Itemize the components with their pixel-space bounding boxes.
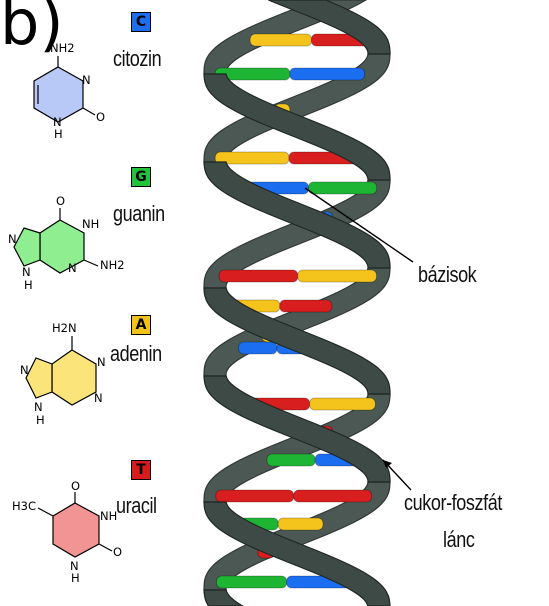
- adenine-atom-n1: N: [97, 355, 106, 369]
- base-left-half: [219, 270, 298, 282]
- guanine-atom-n3: N: [68, 261, 77, 275]
- guanine-atom-o: O: [56, 194, 65, 208]
- cytosine-atom-o: O: [96, 110, 105, 124]
- guanine-atom-n9: N: [22, 265, 31, 279]
- backbone-front-segment: [204, 590, 243, 606]
- cytosine-atom-nh2: NH2: [50, 41, 75, 55]
- base-right-half: [298, 270, 377, 282]
- cytosine-structure: NH2 N N H O: [34, 41, 105, 141]
- guanine-ring-6: [40, 220, 84, 273]
- base-right-half: [290, 68, 365, 80]
- uracil-atom-nh: NH: [100, 509, 117, 523]
- adenine-atom-n3: N: [94, 391, 103, 405]
- uracil-atom-h3c: H3C: [12, 499, 36, 513]
- base-right-half: [310, 398, 376, 410]
- adenine-ring-6: [52, 350, 96, 405]
- guanine-atom-h: H: [24, 278, 33, 292]
- base-right-half: [309, 182, 377, 194]
- cytosine-atom-n3: N: [82, 73, 91, 87]
- base-left-half: [267, 454, 315, 466]
- uracil-atom-o-bottom: O: [113, 545, 122, 559]
- uracil-atom-h: H: [71, 571, 80, 585]
- adenine-atom-h2n: H2N: [52, 321, 77, 335]
- guanine-atom-nh2: NH2: [100, 258, 125, 272]
- base-left-half: [250, 34, 311, 46]
- base-right-half: [278, 518, 323, 530]
- base-left-half: [216, 490, 294, 502]
- base-right-half: [280, 300, 332, 312]
- guanine-structure: O NH N N N NH2 H: [8, 194, 125, 292]
- guanine-atom-nh: NH: [82, 217, 99, 231]
- uracil-ring: [53, 503, 99, 557]
- adenine-ring-5: [26, 358, 52, 398]
- adenine-atom-n9: N: [34, 400, 43, 414]
- base-left-half: [217, 576, 287, 588]
- adenine-atom-n7: N: [20, 363, 29, 377]
- uracil-atom-o-top: O: [71, 479, 80, 493]
- adenine-atom-h: H: [36, 413, 45, 427]
- cytosine-ring: [34, 67, 83, 122]
- uracil-structure: O H3C NH N H O: [12, 479, 122, 585]
- guanine-ring-5: [14, 228, 40, 266]
- adenine-structure: H2N N N N N H: [20, 321, 106, 427]
- guanine-atom-n7: N: [8, 232, 17, 246]
- cytosine-atom-h: H: [54, 127, 63, 141]
- base-left-half: [239, 342, 277, 354]
- base-right-half: [294, 490, 372, 502]
